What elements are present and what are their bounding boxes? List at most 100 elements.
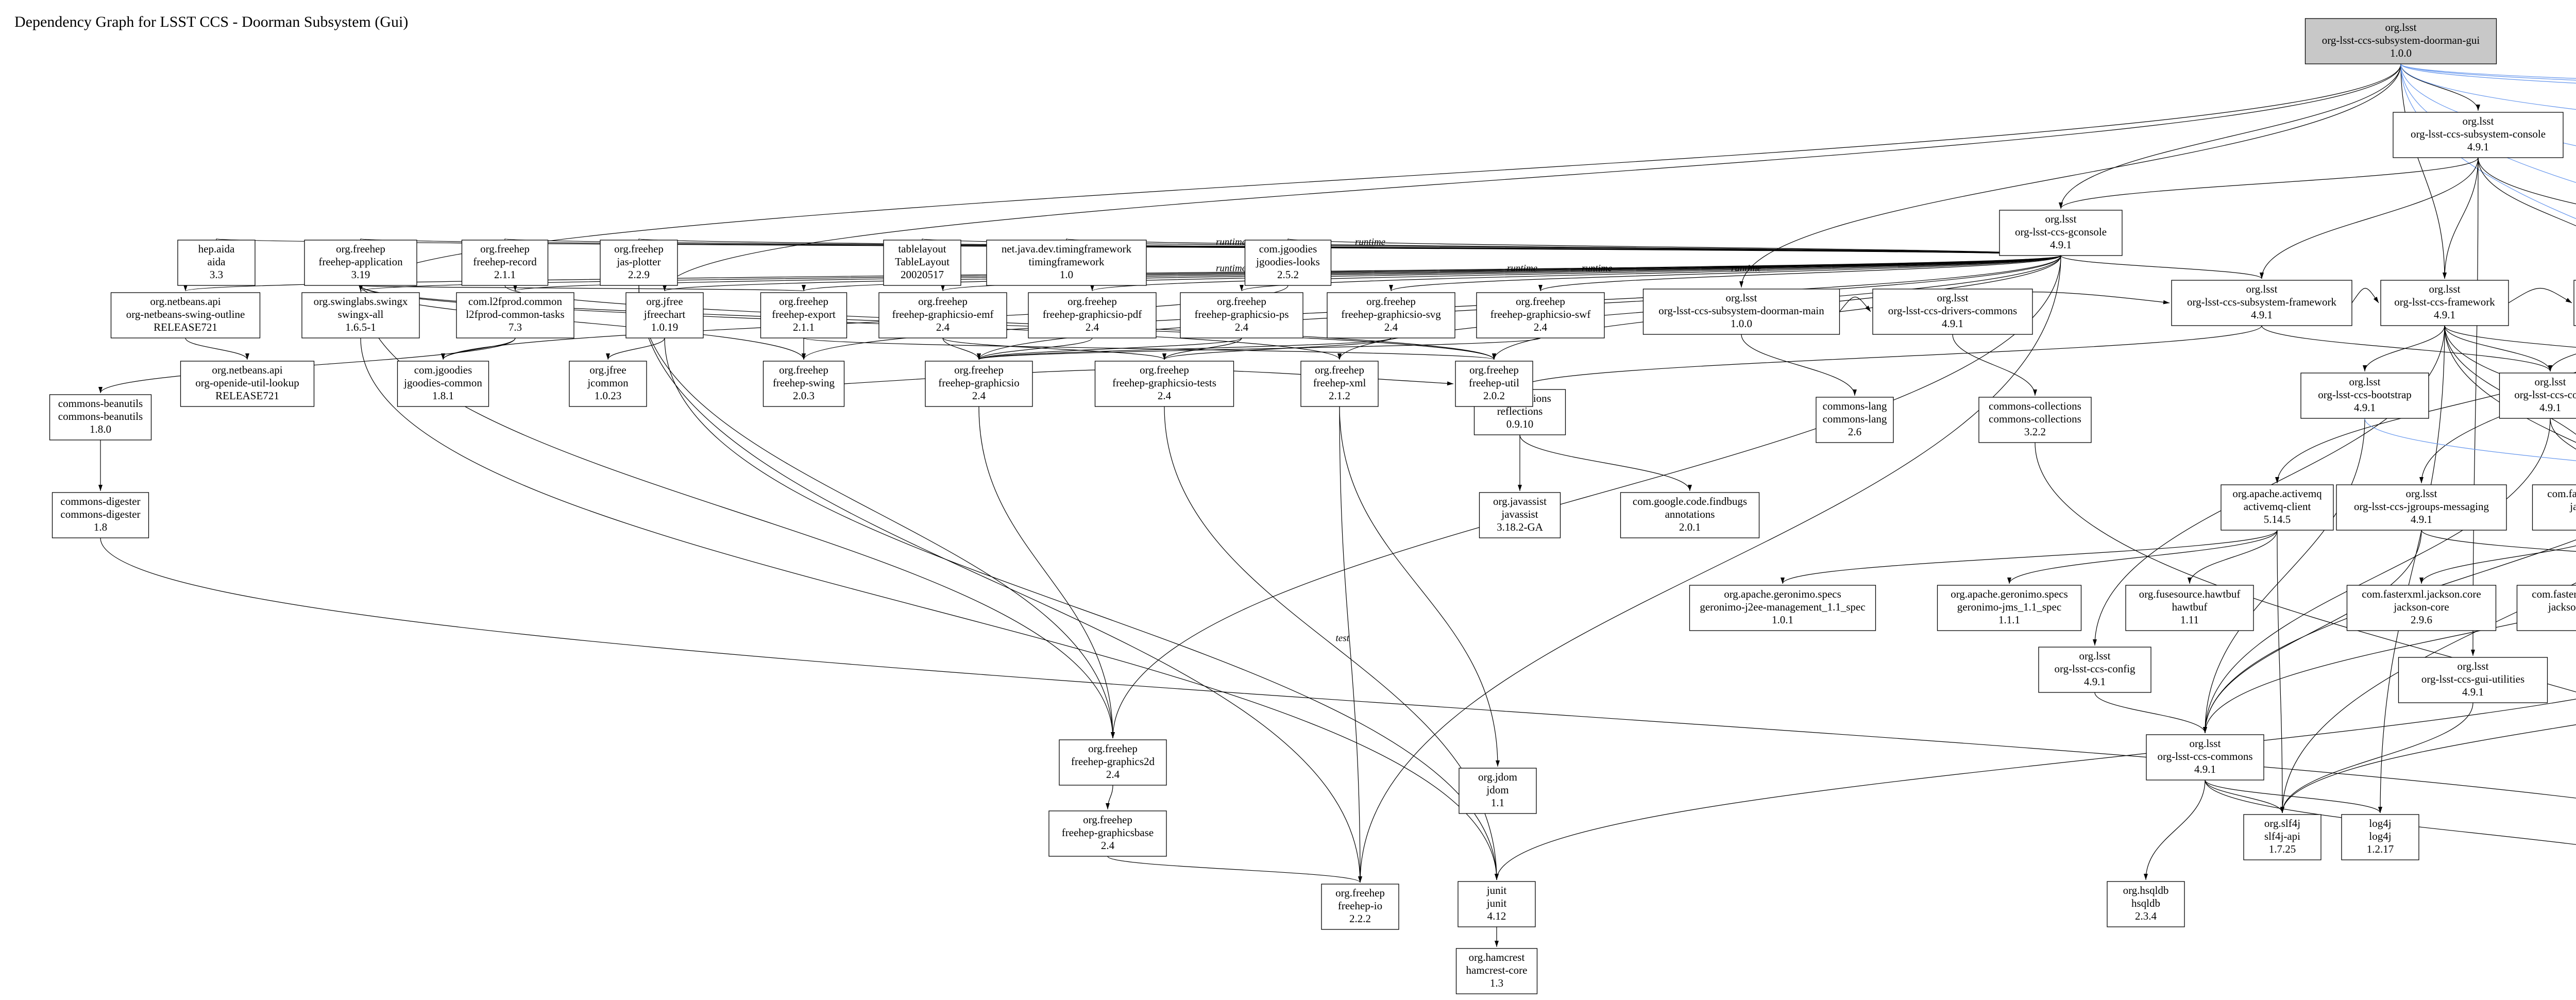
dependency-edge-msg-amq <box>2275 371 2576 484</box>
node-label-line: commons-digester <box>60 508 140 520</box>
node-box-emf <box>878 292 1007 338</box>
node-box-pdf <box>1028 292 1157 338</box>
node-label-line: hep.aida <box>198 243 235 255</box>
node-label-line: commons-digester <box>60 495 140 507</box>
node-box-findbugs <box>1620 492 1760 538</box>
node-label-line: org.freehep <box>1315 364 1364 376</box>
dep-node-root: org.lsstorg-lsst-ccs-subsystem-doorman-g… <box>2304 18 2497 64</box>
dep-node-dmain: org.lsstorg-lsst-ccs-subsystem-doorman-m… <box>1642 289 1840 335</box>
dependency-edge-gconsole-looks <box>1286 238 2061 256</box>
node-label-line: 1.1 <box>1491 796 1504 809</box>
edge-scope-label: runtime <box>1216 263 1246 274</box>
node-label-line: TableLayout <box>895 256 950 268</box>
node-label-line: junit <box>1486 884 1507 896</box>
dependency-edge-msg-core <box>2548 353 2576 372</box>
node-label-line: org.freehep <box>1469 364 1519 376</box>
node-label-line: org.freehep <box>779 295 828 308</box>
dependency-edge-outline-lookup <box>185 337 249 360</box>
node-box-gconsole <box>1999 210 2123 256</box>
dependency-edge-console-subfw <box>2260 157 2479 279</box>
node-label-line: org-lsst-ccs-core <box>2514 388 2576 401</box>
node-label-line: 1.0.1 <box>1772 614 1793 626</box>
dependency-edge-pdf-gio <box>977 337 1093 360</box>
node-label-line: 2.6 <box>1848 426 1861 438</box>
node-label-line: freehep-graphicsio-emf <box>892 308 993 320</box>
node-box-giotests <box>1094 361 1234 407</box>
dependency-edge-fw-msg <box>2508 288 2572 303</box>
dependency-edge-jfree-junit <box>664 337 1499 880</box>
dependency-edge-drivers-ccoll <box>1952 334 2037 396</box>
node-label-line: 4.9.1 <box>2251 309 2273 321</box>
dependency-edge-svg-giotests <box>1162 337 1392 360</box>
node-label-line: 2.4 <box>1158 389 1172 402</box>
node-label-line: org.freehep <box>1335 887 1385 899</box>
edge-scope-label: runtime <box>1507 263 1537 274</box>
dependency-edge-app-g2d <box>360 285 1115 739</box>
dependency-edge-root-jservlet <box>2400 63 2576 81</box>
node-label-line: 1.8.1 <box>432 389 454 402</box>
node-box-looks <box>1244 240 1332 286</box>
edge-scope-label: runtime <box>1731 263 1761 274</box>
node-label-line: org.lsst <box>2429 283 2461 295</box>
node-label-line: 1.8 <box>94 521 107 533</box>
node-box-fw <box>2380 280 2509 326</box>
node-label-line: 4.9.1 <box>2462 686 2484 698</box>
dependency-edge-gconsole-subfw <box>2060 255 2264 279</box>
dependency-edge-root-jcs <box>2400 63 2576 79</box>
node-label-line: 20020517 <box>901 268 944 281</box>
node-box-digester <box>52 492 149 538</box>
dependency-edge-amq-slf4j <box>2277 530 2284 813</box>
dependency-edge-fw-util <box>2444 325 2576 348</box>
node-label-line: org-lsst-ccs-subsystem-doorman-gui <box>2322 34 2480 46</box>
dependency-edge-jas-fio <box>638 285 1362 883</box>
dependency-edge-giotests-junit <box>1164 406 1499 880</box>
node-label-line: 2.4 <box>936 321 950 333</box>
dependency-edge-guiutil-slf4j <box>2280 702 2473 813</box>
edges-layer: providedprovidedruntimeruntimeruntimerun… <box>98 63 2576 947</box>
node-label-line: RELEASE721 <box>215 389 279 402</box>
node-label-line: 1.0.19 <box>651 321 679 333</box>
node-label-line: hamcrest-core <box>1466 964 1528 976</box>
dependency-edge-emf-gio <box>942 337 981 360</box>
node-label-line: org.lsst <box>2349 376 2381 388</box>
node-label-line: jas-plotter <box>616 256 660 268</box>
node-label-line: org.lsst <box>2079 650 2111 662</box>
node-label-line: 2.2.9 <box>628 268 650 281</box>
node-label-line: org.freehep <box>954 364 1004 376</box>
dependency-edge-console-guava <box>2478 157 2576 205</box>
node-label-line: org-lsst-ccs-jgroups-messaging <box>2354 500 2489 513</box>
dependency-edge-gconsole-pdf <box>1090 255 2061 292</box>
dep-node-mgmt: org.apache.geronimo.specsgeronimo-j2ee-m… <box>1689 585 1876 631</box>
graph-title: Dependency Graph for LSST CCS - Doorman … <box>14 13 408 30</box>
node-label-line: freehep-graphicsio-svg <box>1341 308 1441 320</box>
node-label-line: freehep-graphicsio-ps <box>1194 308 1289 320</box>
node-label-line: geronimo-jms_1.1_spec <box>1957 601 2061 613</box>
dependency-edge-groovy-junit <box>1495 699 2576 880</box>
node-label-line: 4.12 <box>1487 910 1506 922</box>
node-label-line: javassist <box>1501 508 1538 520</box>
node-label-line: 4.9.1 <box>2434 309 2455 321</box>
dependency-edge-svg-gio <box>977 337 1392 360</box>
node-box-dmain <box>1642 289 1840 335</box>
dep-node-timing: net.java.dev.timingframeworktimingframew… <box>986 240 1147 286</box>
node-box-jgood <box>397 361 489 407</box>
node-label-line: l2fprod-common-tasks <box>466 308 564 320</box>
node-label-line: org.swinglabs.swingx <box>314 295 408 308</box>
dependency-edge-dmain-drivers <box>1839 296 1871 312</box>
node-box-clang <box>1816 397 1894 443</box>
node-label-line: freehep-application <box>318 256 403 268</box>
node-box-hawtbuf <box>2125 585 2254 631</box>
